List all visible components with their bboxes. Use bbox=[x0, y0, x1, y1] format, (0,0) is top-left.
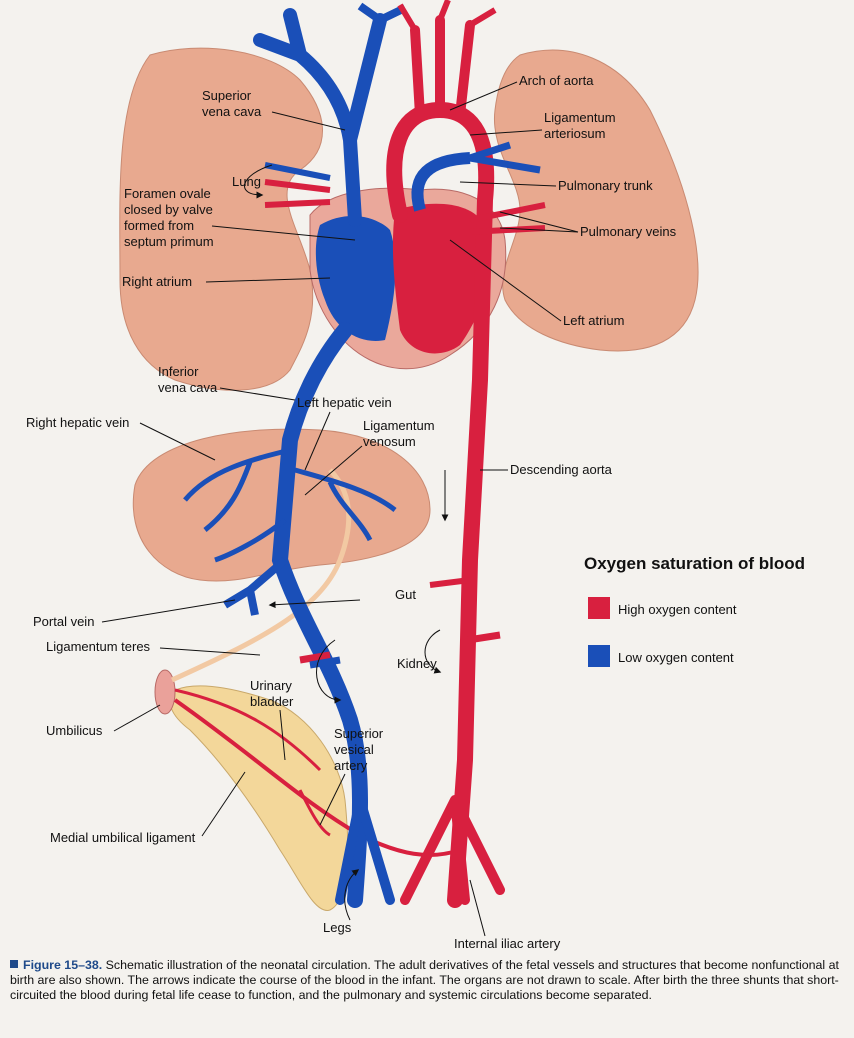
svg-text:Kidney: Kidney bbox=[397, 656, 437, 671]
svg-text:Arch of aorta: Arch of aorta bbox=[519, 73, 594, 88]
svg-text:Portal vein: Portal vein bbox=[33, 614, 94, 629]
svg-text:Left hepatic vein: Left hepatic vein bbox=[297, 395, 392, 410]
label-urinary-bladder: Urinary bladder bbox=[250, 678, 294, 761]
svg-text:Left atrium: Left atrium bbox=[563, 313, 624, 328]
label-ligamentum-venosum: Ligamentum venosum bbox=[304, 418, 435, 496]
label-pulmonary-veins: Pulmonary veins bbox=[499, 211, 677, 239]
iliac-arteries bbox=[400, 795, 505, 905]
label-pulmonary-trunk: Pulmonary trunk bbox=[459, 178, 653, 193]
hepatic-veins bbox=[183, 447, 397, 563]
svg-text:Legs: Legs bbox=[323, 920, 352, 935]
label-foramen-ovale: Foramen ovale closed by valve formed fro… bbox=[124, 186, 356, 249]
svg-text:Lung: Lung bbox=[232, 174, 261, 189]
superior-vesical-artery bbox=[298, 789, 331, 837]
label-right-atrium: Right atrium bbox=[122, 274, 331, 289]
pulmonary-trunk bbox=[411, 152, 471, 212]
label-superior-vena-cava: Superior vena cava bbox=[202, 88, 346, 131]
left-lung bbox=[493, 49, 699, 352]
svg-text:Superior: Superior bbox=[202, 88, 252, 103]
svg-text:Inferior: Inferior bbox=[158, 364, 199, 379]
neonatal-circulation-diagram: Superior vena cava Arch of aorta Ligamen… bbox=[26, 0, 846, 951]
svg-text:Pulmonary trunk: Pulmonary trunk bbox=[558, 178, 653, 193]
gut-artery bbox=[429, 577, 471, 588]
renal-vessels bbox=[299, 631, 501, 664]
svg-text:artery: artery bbox=[334, 758, 368, 773]
svg-text:Internal iliac artery: Internal iliac artery bbox=[454, 936, 561, 951]
label-legs: Legs bbox=[323, 920, 352, 935]
label-inferior-vena-cava: Inferior vena cava bbox=[158, 364, 296, 401]
svg-text:Ligamentum: Ligamentum bbox=[544, 110, 616, 125]
svg-text:Foramen ovale: Foramen ovale bbox=[124, 186, 211, 201]
svg-text:vena cava: vena cava bbox=[158, 380, 218, 395]
right-heart-chambers bbox=[315, 215, 396, 341]
label-kidney: Kidney bbox=[397, 656, 437, 671]
svg-text:Superior: Superior bbox=[334, 726, 384, 741]
svg-text:Right atrium: Right atrium bbox=[122, 274, 192, 289]
label-ligamentum-arteriosum: Ligamentum arteriosum bbox=[469, 110, 616, 141]
svg-text:Umbilicus: Umbilicus bbox=[46, 723, 103, 738]
svg-text:septum primum: septum primum bbox=[124, 234, 214, 249]
iliac-veins bbox=[335, 795, 395, 905]
label-medial-umbilical-ligament: Medial umbilical ligament bbox=[50, 771, 246, 845]
figure-number: Figure 15–38. bbox=[23, 958, 103, 972]
figure-caption: Figure 15–38. Schematic illustration of … bbox=[10, 958, 846, 1003]
legend-swatch-low bbox=[588, 645, 610, 667]
svg-text:Ligamentum: Ligamentum bbox=[363, 418, 435, 433]
caption-bullet bbox=[10, 960, 18, 968]
legend-label-low: Low oxygen content bbox=[618, 650, 734, 665]
urinary-bladder bbox=[169, 685, 349, 911]
caption-text: Schematic illustration of the neonatal c… bbox=[10, 958, 839, 1002]
label-portal-vein: Portal vein bbox=[33, 599, 236, 629]
label-descending-aorta: Descending aorta bbox=[480, 462, 613, 477]
svg-text:closed by valve: closed by valve bbox=[124, 202, 213, 217]
label-umbilicus: Umbilicus bbox=[46, 704, 161, 738]
superior-vena-cava bbox=[253, 8, 387, 227]
ligamentum-teres bbox=[170, 468, 352, 683]
svg-text:Descending aorta: Descending aorta bbox=[510, 462, 613, 477]
legend-label-high: High oxygen content bbox=[618, 602, 737, 617]
svg-text:Right hepatic vein: Right hepatic vein bbox=[26, 415, 129, 430]
label-internal-iliac-artery: Internal iliac artery bbox=[454, 879, 561, 951]
label-left-atrium: Left atrium bbox=[449, 239, 624, 328]
svg-text:Medial umbilical ligament: Medial umbilical ligament bbox=[50, 830, 196, 845]
svg-text:Ligamentum teres: Ligamentum teres bbox=[46, 639, 151, 654]
svg-text:vesical: vesical bbox=[334, 742, 374, 757]
umbilicus bbox=[154, 669, 176, 715]
left-heart-chambers bbox=[392, 203, 491, 354]
legend-swatch-high bbox=[588, 597, 610, 619]
label-lung: Lung bbox=[232, 174, 261, 189]
svg-text:formed from: formed from bbox=[124, 218, 194, 233]
svg-text:vena cava: vena cava bbox=[202, 104, 262, 119]
label-left-hepatic-vein: Left hepatic vein bbox=[297, 395, 392, 471]
svg-text:Gut: Gut bbox=[395, 587, 416, 602]
svg-text:arteriosum: arteriosum bbox=[544, 126, 605, 141]
pulmonary-veins bbox=[264, 179, 546, 235]
label-ligamentum-teres: Ligamentum teres bbox=[46, 639, 261, 656]
label-right-hepatic-vein: Right hepatic vein bbox=[26, 415, 216, 461]
portal-vein bbox=[222, 556, 288, 616]
label-arch-of-aorta: Arch of aorta bbox=[449, 73, 594, 111]
label-superior-vesical-artery: Superior vesical artery bbox=[319, 726, 384, 826]
right-lung bbox=[119, 47, 323, 391]
legend: Oxygen saturation of blood High oxygen c… bbox=[582, 554, 846, 685]
svg-text:bladder: bladder bbox=[250, 694, 294, 709]
label-gut: Gut bbox=[395, 587, 416, 602]
svg-text:Urinary: Urinary bbox=[250, 678, 292, 693]
legend-title: Oxygen saturation of blood bbox=[584, 554, 805, 573]
svg-text:venosum: venosum bbox=[363, 434, 416, 449]
svg-text:Pulmonary veins: Pulmonary veins bbox=[580, 224, 677, 239]
